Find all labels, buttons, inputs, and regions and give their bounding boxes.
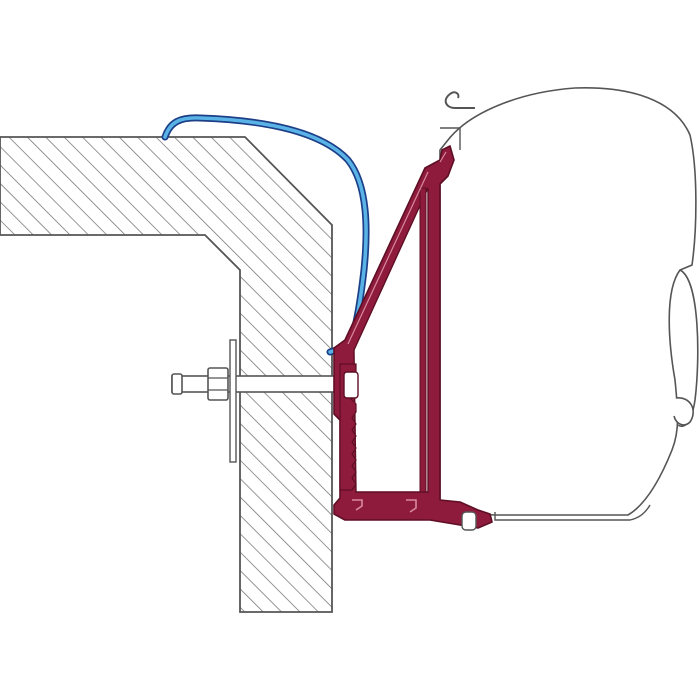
bolt-end (171, 373, 183, 395)
bolt-washer (229, 339, 237, 463)
awning-housing (439, 87, 697, 516)
awning-bottom-lip (494, 504, 651, 521)
bracket-strut (419, 187, 427, 493)
bracket-foot (461, 511, 477, 531)
bracket-cavity (353, 187, 429, 493)
bolt-nut (207, 367, 229, 401)
bracket-highlight (347, 171, 429, 345)
adapter-bracket (333, 145, 493, 529)
awning-hook (444, 91, 475, 109)
awning-cassette (439, 87, 699, 521)
wall-profile (0, 136, 333, 613)
mounting-bolt (171, 339, 349, 463)
hatched-wall-section (0, 136, 333, 613)
bracket-bolt-head (343, 371, 359, 399)
awning-front-knob (673, 397, 694, 426)
bolt-shaft (171, 375, 349, 393)
awning-rail-top (440, 127, 461, 150)
bracket-bottom-slot (352, 499, 417, 513)
